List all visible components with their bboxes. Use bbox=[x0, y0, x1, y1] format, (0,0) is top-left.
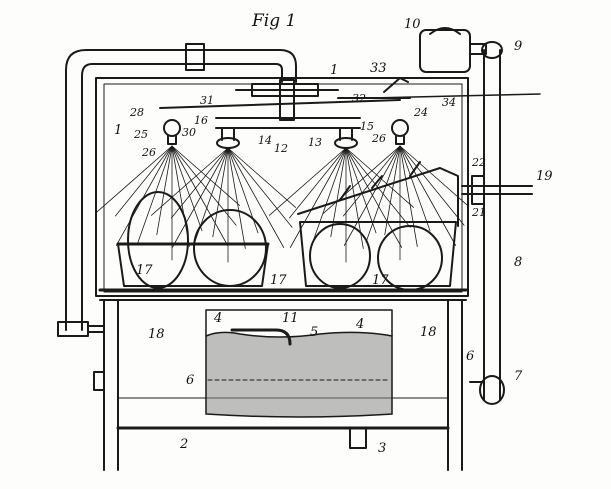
spray-ray bbox=[170, 147, 229, 219]
spray-ray bbox=[399, 145, 465, 226]
label-18b: 18 bbox=[420, 325, 437, 340]
spray-ray bbox=[212, 147, 229, 238]
label-3: 3 bbox=[378, 441, 386, 456]
spray-ray bbox=[342, 145, 401, 217]
label-14: 14 bbox=[258, 134, 272, 147]
label-1b: 1 bbox=[114, 123, 122, 138]
label-33: 33 bbox=[370, 61, 387, 76]
label-2: 2 bbox=[179, 437, 188, 452]
label-17c: 17 bbox=[372, 273, 389, 288]
label-4a: 4 bbox=[213, 311, 222, 326]
side-nozzle-right bbox=[391, 119, 409, 145]
label-5: 5 bbox=[310, 325, 318, 340]
spray-ray bbox=[171, 145, 229, 246]
side-valve bbox=[461, 175, 533, 205]
label-9: 9 bbox=[514, 39, 522, 54]
spray-ray bbox=[268, 147, 347, 216]
belt-drive bbox=[469, 41, 505, 405]
label-32: 32 bbox=[352, 92, 366, 105]
label-31: 31 bbox=[200, 94, 214, 107]
spray-ray bbox=[227, 147, 246, 249]
spray-ray bbox=[171, 145, 237, 226]
spray-ray bbox=[137, 145, 173, 243]
spray-ray bbox=[156, 145, 173, 236]
label-26a: 26 bbox=[141, 146, 156, 159]
motor bbox=[419, 27, 487, 73]
label-22: 22 bbox=[471, 156, 486, 169]
label-11: 11 bbox=[282, 311, 299, 326]
dish-rack-left bbox=[116, 191, 270, 289]
label-30: 30 bbox=[182, 126, 196, 139]
label-18a: 18 bbox=[148, 327, 165, 342]
label-34: 34 bbox=[442, 96, 456, 109]
spray-ray bbox=[95, 145, 173, 214]
label-17b: 17 bbox=[270, 273, 287, 288]
spray-ray bbox=[365, 145, 401, 243]
label-13: 13 bbox=[308, 136, 322, 149]
dish-rack-right bbox=[297, 161, 459, 291]
label-28: 28 bbox=[129, 106, 144, 119]
label-19: 19 bbox=[536, 169, 553, 184]
spray-ray bbox=[399, 145, 418, 247]
side-nozzle-left bbox=[163, 119, 181, 145]
header-valve bbox=[235, 79, 339, 121]
lever-linkage bbox=[337, 77, 541, 99]
spray-ray bbox=[227, 147, 293, 228]
reference-numerals: 1 1 2 3 4 4 5 6 6 7 8 9 10 11 12 13 14 1… bbox=[114, 17, 553, 456]
spray-ray bbox=[311, 147, 347, 245]
spray-ray bbox=[289, 147, 347, 248]
label-16: 16 bbox=[194, 114, 208, 127]
spray-ray bbox=[384, 145, 401, 236]
label-26b: 26 bbox=[371, 132, 386, 145]
label-6b: 6 bbox=[466, 349, 474, 364]
spray-ray bbox=[227, 147, 297, 208]
spray-ray bbox=[399, 145, 469, 206]
spray-ray bbox=[288, 147, 347, 219]
spray-ray bbox=[399, 145, 457, 246]
spray-rays bbox=[95, 145, 469, 263]
figure-title: Fig 1 bbox=[251, 11, 296, 31]
water-bath bbox=[205, 309, 393, 418]
label-25: 25 bbox=[133, 128, 148, 141]
spray-ray bbox=[171, 147, 229, 248]
label-7: 7 bbox=[514, 369, 523, 384]
tank bbox=[93, 299, 463, 471]
label-10: 10 bbox=[404, 17, 421, 32]
spray-ray bbox=[227, 147, 285, 248]
spray-ray bbox=[171, 145, 203, 232]
label-8: 8 bbox=[514, 255, 522, 270]
label-1a: 1 bbox=[330, 63, 338, 78]
spray-ray bbox=[115, 145, 173, 217]
label-21: 21 bbox=[471, 206, 486, 219]
supply-pipe bbox=[57, 43, 297, 337]
label-12: 12 bbox=[274, 142, 288, 155]
label-17a: 17 bbox=[136, 263, 153, 278]
label-24: 24 bbox=[413, 106, 428, 119]
spray-ray bbox=[343, 145, 401, 246]
spray-ray bbox=[150, 147, 229, 216]
spray-ray bbox=[345, 147, 377, 234]
label-4b: 4 bbox=[355, 317, 364, 332]
label-15: 15 bbox=[360, 120, 374, 133]
spray-ray bbox=[115, 145, 173, 246]
label-6a: 6 bbox=[186, 373, 194, 388]
spray-ray bbox=[399, 145, 431, 232]
